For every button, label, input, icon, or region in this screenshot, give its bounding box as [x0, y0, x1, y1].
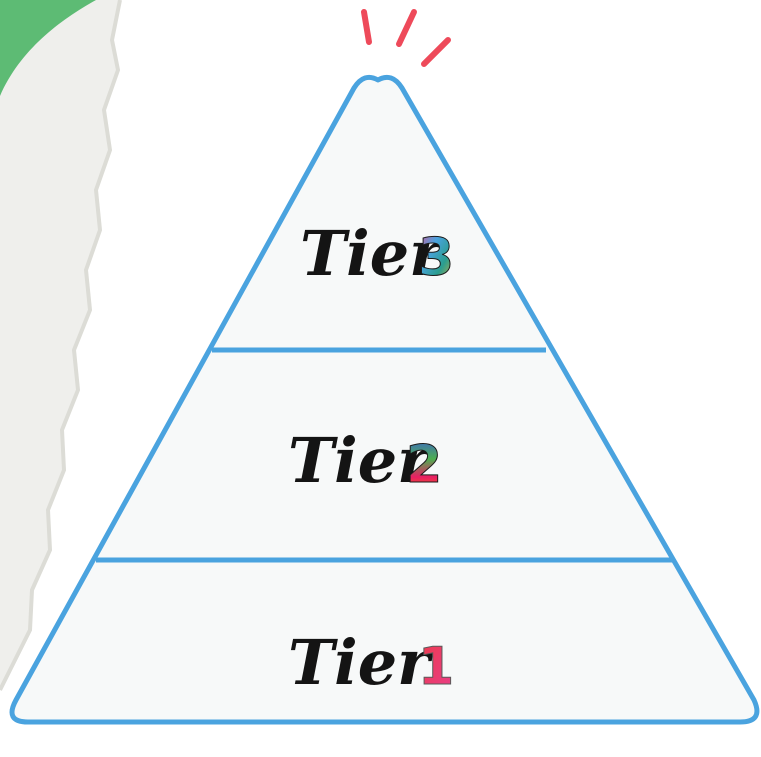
- tier-3-label: Tier 3: [300, 217, 454, 290]
- tier-1-word: Tier: [288, 626, 434, 699]
- spark-accent-icon: [364, 12, 448, 64]
- tier-1-number: 1: [418, 637, 454, 697]
- tier-2-label: Tier 2: [288, 424, 442, 497]
- tier-2-number: 2: [406, 435, 442, 495]
- tier-3-number: 3: [418, 228, 454, 288]
- tier-1-label: Tier 1: [288, 626, 454, 699]
